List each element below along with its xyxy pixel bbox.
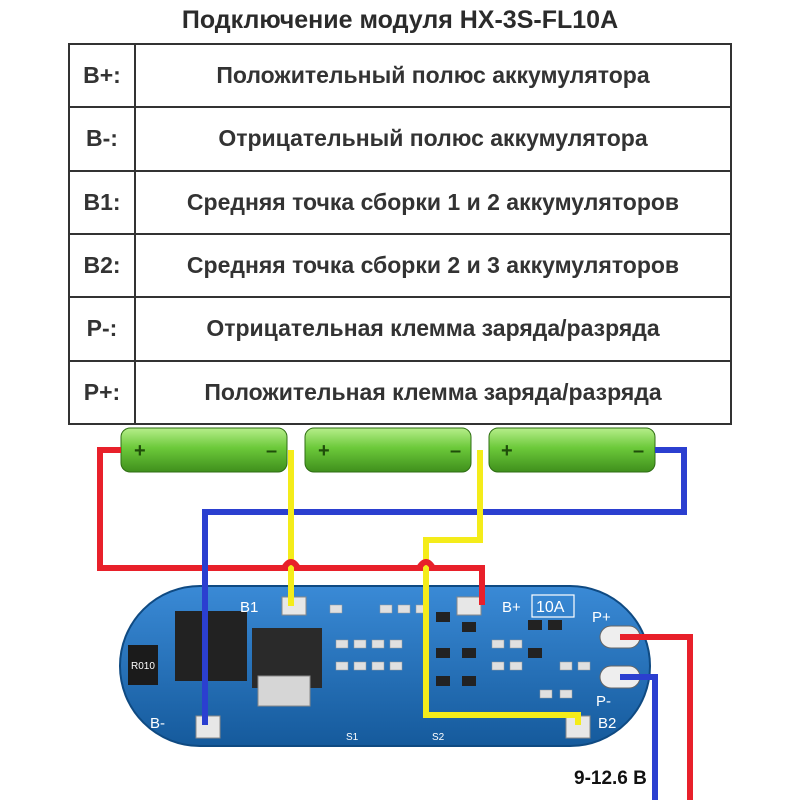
- label-pplus: P+: [592, 609, 611, 626]
- battery-plus-label: +: [318, 440, 330, 462]
- pin-description: Положительный полюс аккумулятора: [134, 42, 732, 109]
- heat-tab: [257, 675, 311, 707]
- wire-red-bplus: [97, 447, 485, 605]
- battery-plus-label: +: [501, 440, 513, 462]
- pin-description: Средняя точка сборки 2 и 3 аккумуляторов: [134, 232, 732, 299]
- wire-crossing: [416, 559, 436, 570]
- sot-transistors: [436, 612, 562, 686]
- table-row: B2: Средняя точка сборки 2 и 3 аккумулят…: [68, 232, 732, 299]
- pin-description: Средняя точка сборки 1 и 2 аккумуляторов: [134, 169, 732, 235]
- battery-minus-label: –: [450, 440, 461, 462]
- label-bminus: B-: [150, 715, 165, 732]
- smd-components: [329, 604, 591, 699]
- battery-plus-label: +: [134, 440, 146, 462]
- resistor-r010: [128, 645, 158, 685]
- battery-minus-label: –: [633, 440, 644, 462]
- pin-label: P+:: [68, 359, 136, 426]
- table-row: P-: Отрицательная клемма заряда/разряда: [68, 296, 732, 362]
- wire-blue-bminus: [202, 447, 687, 725]
- pin-label: B2:: [68, 232, 136, 299]
- table-row: P+: Положительная клемма заряда/разряда: [68, 359, 732, 426]
- label-s1: S1: [346, 732, 359, 743]
- pin-label: B1:: [68, 169, 136, 235]
- battery-3: + –: [488, 427, 656, 473]
- wire-yellow-b2: [423, 450, 581, 725]
- label-current: 10A: [536, 599, 565, 616]
- page-title: Подключение модуля HX-3S-FL10A: [181, 6, 619, 34]
- label-b2: B2: [598, 715, 616, 732]
- pin-description: Отрицательная клемма заряда/разряда: [134, 296, 732, 362]
- wire-blue-pminus: [620, 674, 658, 800]
- resistor-label: R010: [131, 661, 155, 672]
- battery-2: + –: [304, 427, 472, 473]
- label-b1: B1: [240, 599, 258, 616]
- pinout-table: B+: Положительный полюс аккумулятора B-:…: [68, 42, 732, 426]
- label-s2: S2: [432, 732, 445, 743]
- battery-1: + –: [120, 427, 288, 473]
- mosfet-chip: [175, 611, 247, 681]
- wires: [97, 447, 693, 800]
- table-row: B-: Отрицательный полюс аккумулятора: [68, 106, 732, 172]
- bms-board: R010 B1 B+ 10A P+ P- B- B2 S: [119, 585, 651, 747]
- pin-label: B+:: [68, 42, 136, 109]
- label-bplus: B+: [502, 599, 521, 616]
- table-row: B1: Средняя точка сборки 1 и 2 аккумулят…: [68, 169, 732, 235]
- pin-description: Отрицательный полюс аккумулятора: [134, 106, 732, 172]
- battery-minus-label: –: [266, 440, 277, 462]
- label-pminus: P-: [596, 693, 611, 710]
- wire-crossing: [281, 559, 301, 570]
- table-row: B+: Положительный полюс аккумулятора: [68, 42, 732, 109]
- voltage-label: 9-12.6 В: [574, 768, 647, 789]
- pin-description: Положительная клемма заряда/разряда: [134, 359, 732, 426]
- pin-label: P-:: [68, 296, 136, 362]
- pin-label: B-:: [68, 106, 136, 172]
- wire-red-pplus: [620, 634, 693, 800]
- pad-bplus: [456, 596, 482, 616]
